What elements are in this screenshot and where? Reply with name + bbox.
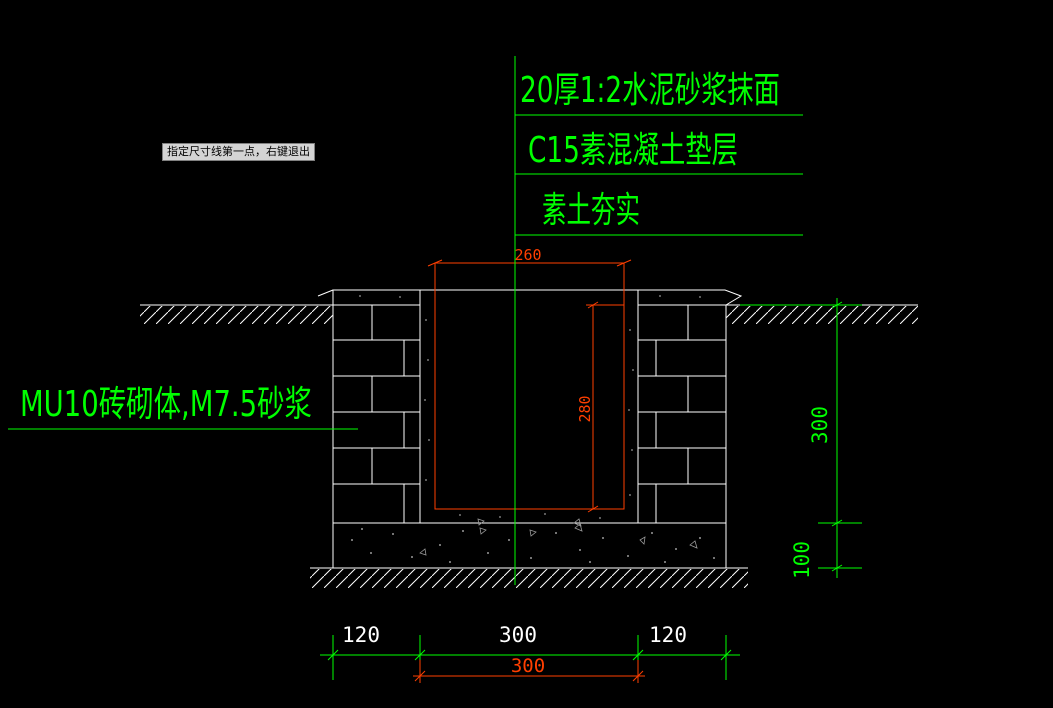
dim-inner-depth: 280 <box>576 395 594 422</box>
dim-wall-right: 120 <box>649 623 687 647</box>
label-brick-wall: MU10砖砌体,M7.5砂浆 <box>20 384 312 425</box>
dim-inner-bottom: 300 <box>511 655 545 677</box>
label-finish-layer: 20厚1:2水泥砂浆抹面 <box>520 70 780 111</box>
layer-leader <box>514 56 803 585</box>
label-cushion-layer: C15素混凝土垫层 <box>528 130 738 171</box>
plaster-lining <box>317 289 743 527</box>
dim-wall-height: 300 <box>808 406 832 444</box>
dim-wall-left: 120 <box>342 623 380 647</box>
vertical-dims <box>740 298 862 578</box>
label-soil-layer: 素土夯实 <box>542 190 640 231</box>
brick-wall-left <box>332 304 421 524</box>
brick-wall-right <box>637 304 727 524</box>
dim-channel: 300 <box>499 623 537 647</box>
orange-bottom-dim <box>413 660 645 683</box>
concrete-base <box>332 522 727 569</box>
command-tooltip: 指定尺寸线第一点，右键退出 <box>162 143 315 161</box>
inner-channel-dim <box>427 259 632 513</box>
dim-top-width: 260 <box>514 246 541 264</box>
dim-base-height: 100 <box>790 541 814 579</box>
